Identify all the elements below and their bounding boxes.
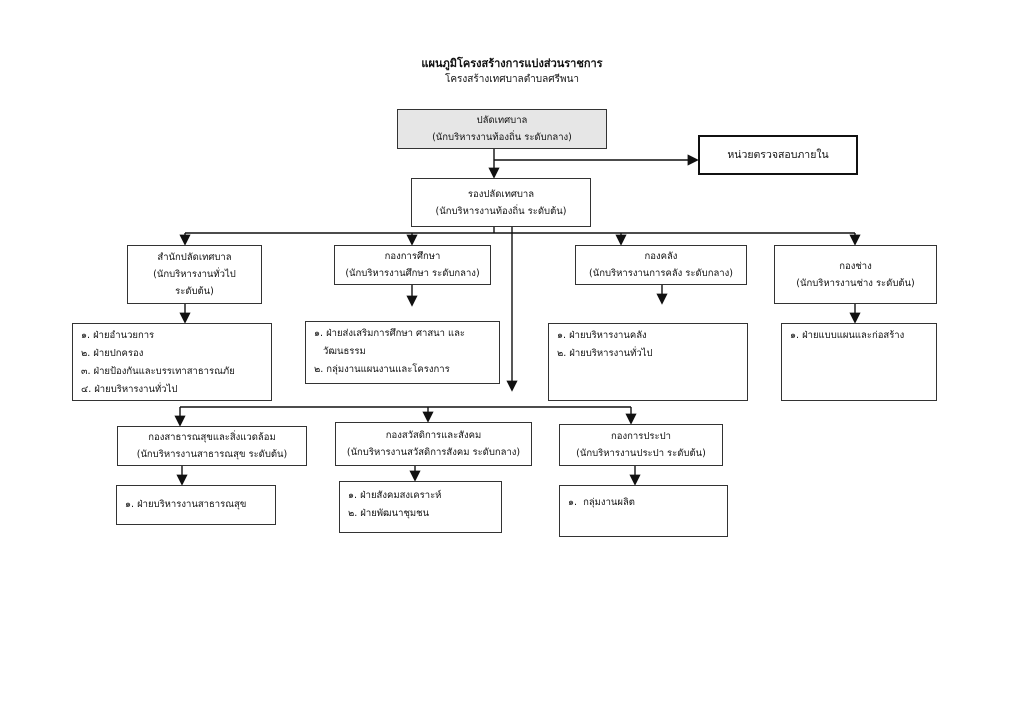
unit-item: ๒. ฝ่ายปกครอง	[81, 348, 144, 359]
division-3-level: (นักบริหารงานการคลัง ระดับกลาง)	[589, 268, 733, 279]
units-division-2: ๑. ฝ่ายส่งเสริมการศึกษา ศาสนา และ วัฒนธร…	[305, 321, 500, 384]
division-7-level: (นักบริหารงานประปา ระดับต้น)	[576, 448, 706, 459]
division-1-name: สำนักปลัดเทศบาล	[157, 252, 232, 263]
node-top: ปลัดเทศบาล (นักบริหารงานท้องถิ่น ระดับกล…	[397, 109, 607, 149]
division-4-name: กองช่าง	[839, 260, 872, 272]
node-top-level: (นักบริหารงานท้องถิ่น ระดับกลาง)	[432, 132, 572, 143]
unit-item: ๔. ฝ่ายบริหารงานทั่วไป	[81, 384, 178, 395]
unit-item: ๓. ฝ่ายป้องกันและบรรเทาสาธารณภัย	[81, 366, 235, 377]
node-division-6: กองสวัสดิการและสังคม (นักบริหารงานสวัสดิ…	[335, 422, 532, 466]
division-6-name: กองสวัสดิการและสังคม	[385, 430, 482, 441]
division-2-name: กองการศึกษา	[384, 251, 441, 262]
unit-item: ๒. ฝ่ายบริหารงานทั่วไป	[557, 348, 653, 359]
node-division-4: กองช่าง (นักบริหารงานช่าง ระดับต้น)	[774, 245, 937, 304]
node-division-5: กองสาธารณสุขและสิ่งแวดล้อม (นักบริหารงาน…	[117, 426, 307, 466]
division-2-level: (นักบริหารงานศึกษา ระดับกลาง)	[345, 268, 480, 279]
division-5-name: กองสาธารณสุขและสิ่งแวดล้อม	[148, 432, 276, 443]
units-division-5: ๑. ฝ่ายบริหารงานสาธารณสุข	[116, 485, 276, 525]
unit-item: ๑. ฝ่ายบริหารงานสาธารณสุข	[125, 499, 247, 510]
chart-subtitle: โครงสร้างเทศบาลตำบลศรีพนา	[444, 74, 580, 85]
unit-item: ๒. กลุ่มงานแผนงานและโครงการ	[314, 364, 450, 375]
units-division-4: ๑. ฝ่ายแบบแผนและก่อสร้าง	[781, 323, 937, 401]
node-deputy-level: (นักบริหารงานท้องถิ่น ระดับต้น)	[435, 205, 567, 217]
node-division-2: กองการศึกษา (นักบริหารงานศึกษา ระดับกลาง…	[334, 245, 491, 285]
node-audit-name: หน่วยตรวจสอบภายใน	[727, 148, 829, 161]
node-top-name: ปลัดเทศบาล	[476, 115, 528, 126]
node-audit: หน่วยตรวจสอบภายใน	[698, 135, 858, 175]
unit-item: ๑. ฝ่ายบริหารงานคลัง	[557, 330, 647, 341]
unit-item: ๑. ฝ่ายส่งเสริมการศึกษา ศาสนา และ	[314, 328, 466, 339]
node-deputy-name: รองปลัดเทศบาล	[467, 188, 535, 200]
unit-item: ๒. ฝ่ายพัฒนาชุมชน	[348, 508, 430, 519]
division-7-name: กองการประปา	[611, 431, 671, 442]
division-4-level: (นักบริหารงานช่าง ระดับต้น)	[796, 277, 915, 289]
chart-title: แผนภูมิโครงสร้างการแบ่งส่วนราชการ	[421, 57, 603, 70]
units-division-7: ๑. กลุ่มงานผลิต	[559, 485, 728, 537]
division-1-level: (นักบริหารงานทั่วไป	[153, 269, 236, 280]
division-6-level: (นักบริหารงานสวัสดิการสังคม ระดับกลาง)	[346, 447, 521, 458]
division-5-level: (นักบริหารงานสาธารณสุข ระดับต้น)	[136, 449, 288, 460]
node-division-1: สำนักปลัดเทศบาล (นักบริหารงานทั่วไป ระดั…	[127, 245, 262, 304]
node-division-3: กองคลัง (นักบริหารงานการคลัง ระดับกลาง)	[575, 245, 747, 285]
node-division-7: กองการประปา (นักบริหารงานประปา ระดับต้น)	[559, 424, 723, 466]
units-division-3: ๑. ฝ่ายบริหารงานคลัง ๒. ฝ่ายบริหารงานทั่…	[548, 323, 748, 401]
node-deputy: รองปลัดเทศบาล (นักบริหารงานท้องถิ่น ระดั…	[411, 178, 591, 227]
unit-item: วัฒนธรรม	[314, 346, 366, 357]
division-1-level2: ระดับต้น)	[175, 286, 214, 297]
units-division-1: ๑. ฝ่ายอำนวยการ ๒. ฝ่ายปกครอง ๓. ฝ่ายป้อ…	[72, 323, 272, 401]
unit-item: ๑. ฝ่ายอำนวยการ	[81, 330, 155, 341]
unit-item: ๑. กลุ่มงานผลิต	[568, 497, 635, 508]
unit-item: ๑. ฝ่ายแบบแผนและก่อสร้าง	[790, 330, 905, 341]
division-3-name: กองคลัง	[644, 251, 678, 262]
unit-item: ๑. ฝ่ายสังคมสงเคราะห์	[348, 490, 442, 501]
units-division-6: ๑. ฝ่ายสังคมสงเคราะห์ ๒. ฝ่ายพัฒนาชุมชน	[339, 481, 502, 533]
